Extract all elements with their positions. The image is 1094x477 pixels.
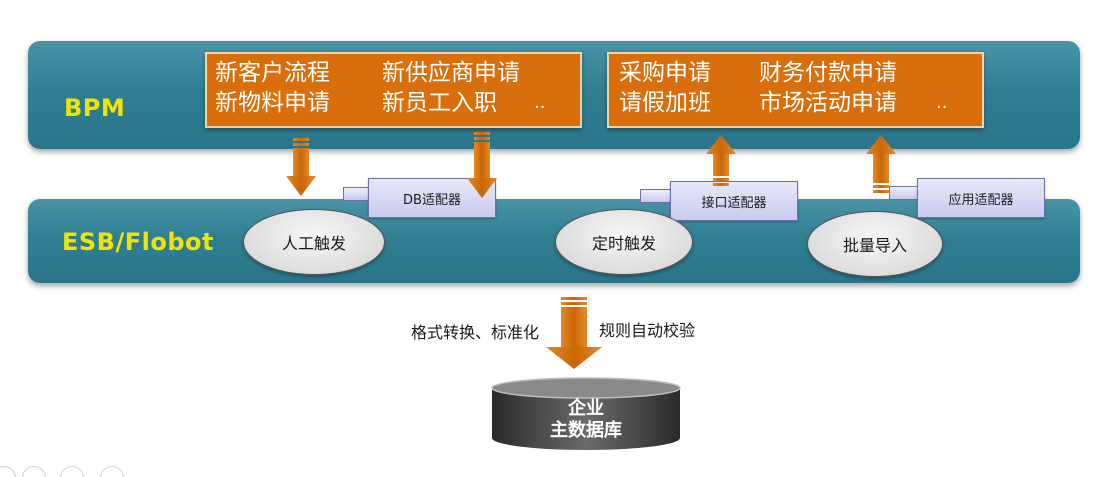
scheduled-trigger: 定时触发 — [555, 209, 693, 275]
process-box-left: 新客户流程 新供应商申请 新物料申请 新员工入职 .. — [205, 52, 582, 128]
manual-trigger: 人工触发 — [243, 209, 385, 275]
process-item: 新供应商申请 — [382, 60, 520, 86]
database-label: 企业 主数据库 — [490, 398, 682, 442]
bpm-label: BPM — [64, 94, 126, 122]
process-item: 市场活动申请 — [759, 90, 897, 116]
application-adapter: 应用适配器 — [917, 178, 1045, 218]
arrow-up-icon — [866, 135, 896, 193]
arrow-down-icon — [467, 132, 497, 198]
arrow-down-icon — [546, 297, 602, 369]
process-item-more: .. — [936, 92, 948, 113]
rule-validation-note: 规则自动校验 — [599, 321, 696, 340]
batch-import-trigger: 批量导入 — [807, 211, 943, 277]
process-item: 新物料申请 — [215, 90, 330, 116]
database-label-line2: 主数据库 — [550, 420, 622, 441]
process-item: 新客户流程 — [215, 60, 330, 86]
database-icon — [491, 377, 681, 450]
format-conversion-note: 格式转换、标准化 — [411, 323, 540, 342]
process-item: 新员工入职 — [382, 90, 497, 116]
process-item-more: .. — [534, 92, 546, 113]
interface-adapter: 接口适配器 — [670, 181, 798, 221]
process-item: 采购申请 — [619, 60, 711, 86]
arrow-up-icon — [706, 135, 736, 186]
arrow-down-icon — [286, 138, 316, 196]
process-item: 请假加班 — [619, 90, 711, 116]
database-label-line1: 企业 — [568, 398, 604, 419]
process-item: 财务付款申请 — [759, 60, 897, 86]
esb-label: ESB/Flobot — [62, 228, 214, 256]
process-box-right: 采购申请 财务付款申请 请假加班 市场活动申请 .. — [607, 52, 984, 128]
